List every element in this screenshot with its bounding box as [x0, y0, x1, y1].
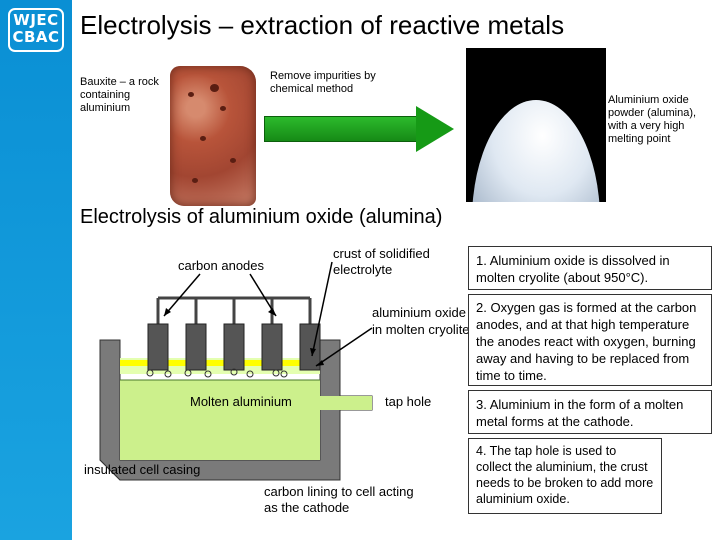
powder-pile: [472, 100, 600, 202]
bubble: [246, 370, 254, 378]
process-arrow: [264, 106, 456, 152]
carbon-anodes-label: carbon anodes: [178, 258, 265, 273]
insulated-casing-label: insulated cell casing: [84, 462, 201, 477]
bubble: [146, 369, 154, 377]
bubble: [272, 369, 280, 377]
pointer-arrowhead: [310, 348, 316, 356]
step-4-text: 4. The tap hole is used to collect the a…: [476, 444, 654, 506]
bubble: [184, 369, 192, 377]
step-3-text: 3. Aluminium in the form of a molten met…: [476, 397, 684, 429]
molten-aluminium-layer: [120, 380, 372, 460]
pointer-electrolyte: [315, 327, 373, 367]
pointer-arrowhead: [268, 308, 276, 316]
pointer-anodes-right: [249, 273, 277, 317]
rock-speck: [200, 136, 206, 141]
rock-speck: [188, 92, 194, 97]
arrow-shaft: [264, 116, 418, 142]
alumina-powder-image: [466, 48, 606, 202]
molten-aluminium-label: Molten aluminium: [190, 394, 292, 409]
bubble: [230, 368, 238, 376]
step-3-panel: 3. Aluminium in the form of a molten met…: [468, 390, 712, 434]
bubble: [280, 370, 288, 378]
bubble: [164, 370, 172, 378]
step-4-panel: 4. The tap hole is used to collect the a…: [468, 438, 662, 514]
carbon-anode: [185, 323, 207, 371]
rock-speck: [192, 178, 198, 183]
logo-line2: CBAC: [12, 28, 60, 46]
carbon-anode: [147, 323, 169, 371]
crust-label: crust of solidified electrolyte: [333, 246, 430, 277]
rock-speck: [220, 106, 226, 111]
tap-hole-label: tap hole: [385, 394, 432, 409]
logo-frame: [8, 8, 64, 52]
logo-line1: WJEC: [13, 11, 59, 29]
alumina-label: Aluminium oxide powder (alumina), with a…: [608, 94, 697, 145]
alumina-in-cryolite-label: aluminium oxide in molten cryolite: [372, 305, 470, 337]
step-1-text: 1. Aluminium oxide is dissolved in molte…: [476, 253, 670, 285]
process-label: Remove impurities by chemical method: [270, 70, 376, 95]
bauxite-rock-image: [170, 66, 256, 206]
crust-layer: [120, 360, 320, 366]
wjec-logo: WJEC CBAC: [8, 8, 64, 52]
carbon-anode: [223, 323, 245, 371]
pointer-crust: [311, 261, 333, 357]
section-subtitle: Electrolysis of aluminium oxide (alumina…: [80, 206, 443, 228]
rock-speck: [230, 158, 236, 163]
rock-speck: [210, 84, 219, 92]
pointer-anodes-left: [163, 273, 201, 317]
electrolysis-cell-diagram: [99, 261, 373, 481]
oxygen-bubbles: [146, 368, 288, 378]
carbon-anode: [261, 323, 283, 371]
carbon-lining-label: carbon lining to cell acting as the cath…: [264, 484, 414, 515]
carbon-anode: [299, 323, 321, 371]
arrow-head: [416, 106, 454, 152]
page-title: Electrolysis – extraction of reactive me…: [80, 10, 565, 40]
step-2-panel: 2. Oxygen gas is formed at the carbon an…: [468, 294, 712, 386]
pointer-arrowhead: [316, 360, 324, 366]
bubble: [204, 370, 212, 378]
sidebar-bar: [0, 0, 72, 540]
bauxite-label: Bauxite – a rock containing aluminium: [80, 76, 159, 114]
step-1-panel: 1. Aluminium oxide is dissolved in molte…: [468, 246, 712, 290]
step-2-text: 2. Oxygen gas is formed at the carbon an…: [476, 300, 697, 383]
pointer-arrowhead: [164, 308, 171, 316]
